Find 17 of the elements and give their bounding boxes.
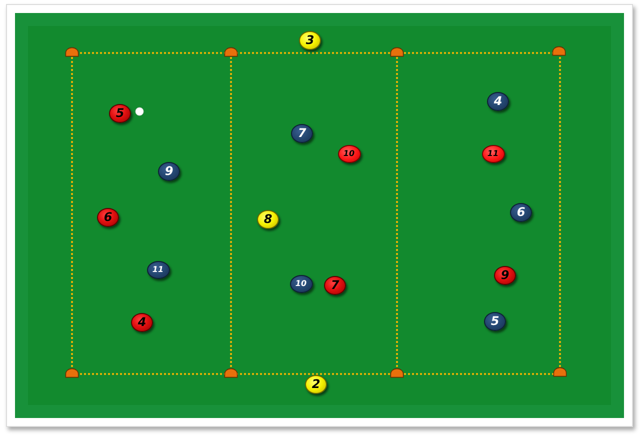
player-number: 11 (152, 266, 164, 274)
player-number: 6 (516, 206, 526, 218)
player-number: 6 (104, 211, 112, 223)
player-number: 3 (306, 34, 314, 46)
player-number: 7 (298, 127, 306, 139)
player-number: 11 (487, 150, 499, 158)
player-number: 5 (490, 315, 500, 327)
player-number: 8 (264, 213, 272, 225)
player-number: 9 (500, 269, 510, 281)
player-number: 9 (164, 165, 174, 177)
player-number: 2 (312, 378, 320, 390)
player-number: 10 (295, 280, 307, 288)
player-number: 5 (116, 107, 124, 119)
player-number: 4 (138, 316, 146, 328)
player-number: 10 (343, 150, 355, 158)
player-number: 7 (330, 279, 340, 291)
player-number: 4 (494, 95, 502, 107)
